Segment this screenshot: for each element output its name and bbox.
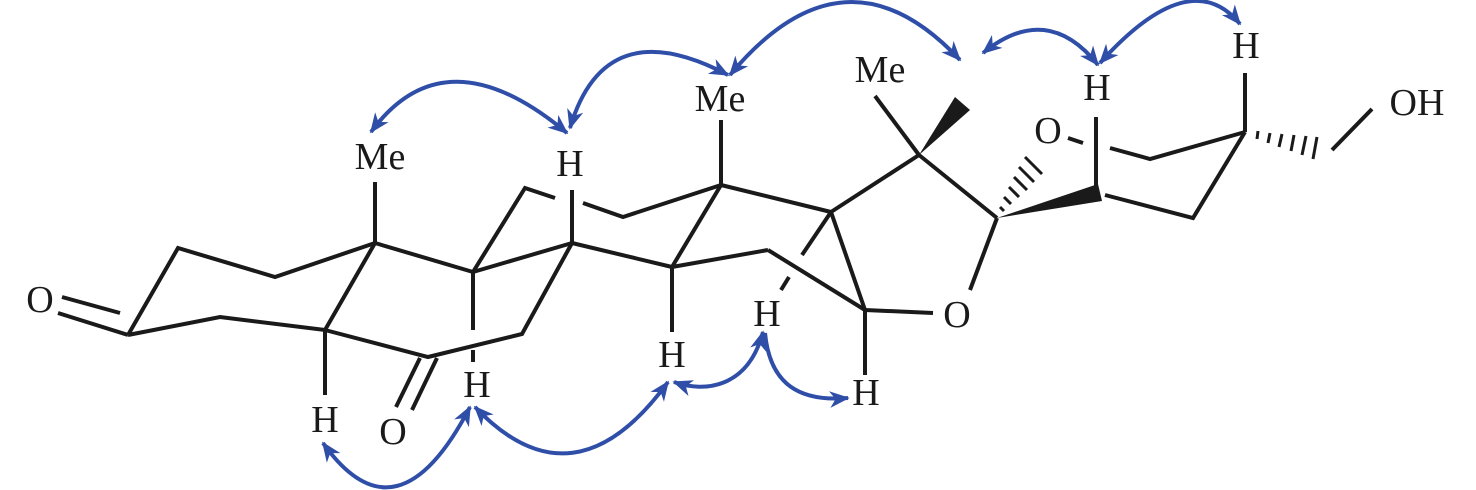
label-o-c6: O [379,411,406,453]
label-h-c5: H [311,399,338,441]
atom-labels: O Me H O H H Me H Me H H O O H H OH [26,25,1444,453]
label-h-c14: H [658,334,685,376]
label-me-c10: Me [355,136,406,178]
noe-arrow-me10-h8 [369,79,569,135]
label-me-c13: Me [695,78,746,120]
label-h-c25: H [1232,25,1259,67]
label-h-c16: H [852,372,879,414]
label-h-c23: H [1083,67,1110,109]
noe-arrow-h14-h15 [672,330,767,396]
label-o-ring: O [943,294,970,336]
noesy-correlations [321,0,1242,490]
noe-arrow-me13-me20 [728,0,962,77]
noe-arrow-h23-h25 [1098,0,1242,65]
noe-arrow-h5-h9 [321,405,472,490]
label-o-pyran: O [1034,110,1061,152]
label-me-c20: Me [855,49,906,91]
skeleton-bonds [57,73,1374,411]
noe-arrow-h15-h16 [763,332,850,408]
label-oh: OH [1390,82,1445,124]
noe-arrow-me20-h23 [981,27,1100,67]
noe-arrow-h8-me13 [567,49,730,130]
label-h-c15: H [753,293,780,335]
label-h-c8: H [556,143,583,185]
label-h-c9: H [463,364,490,406]
noe-arrow-h9-h14 [473,380,670,456]
label-o-c3: O [26,279,53,321]
